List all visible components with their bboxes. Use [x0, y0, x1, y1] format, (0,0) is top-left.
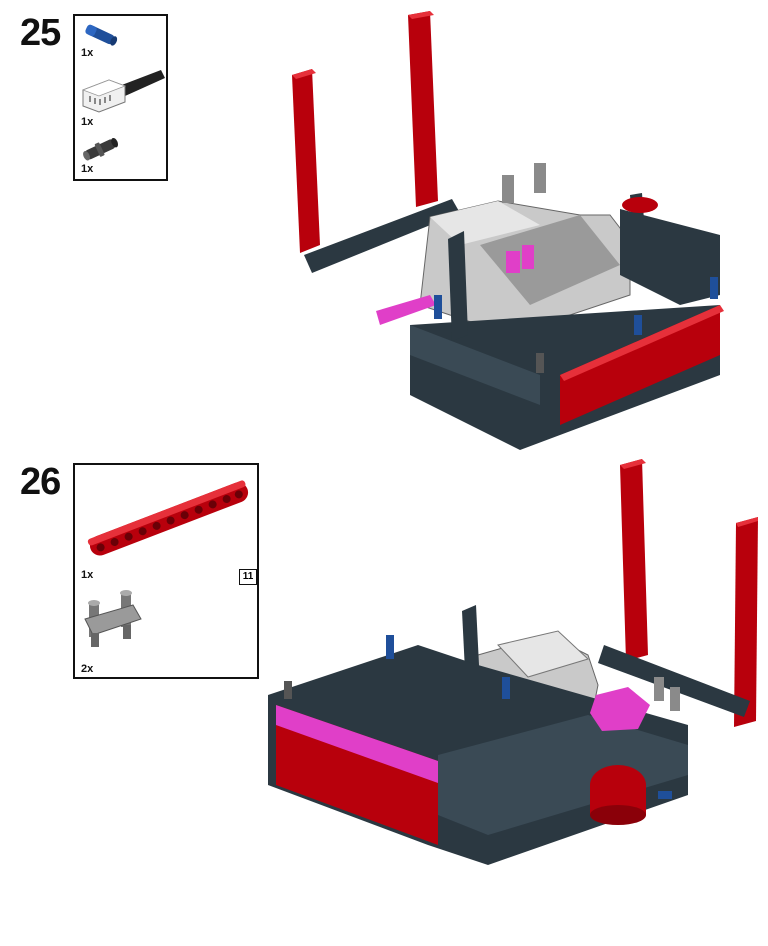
- step-number: 26: [20, 461, 61, 503]
- part-qty: 1x: [81, 116, 94, 128]
- blue-axle-pin-icon: [85, 24, 118, 46]
- part-qty: 1x: [81, 47, 94, 59]
- red-beam: [734, 517, 758, 727]
- step-number: 25: [20, 12, 61, 54]
- part-qty: 1x: [81, 163, 94, 175]
- model-illustration: [292, 11, 724, 450]
- parts-callout: 1x 1x 1x: [73, 14, 168, 181]
- gray-axle-connector-icon: [84, 590, 142, 647]
- red-beam: [408, 11, 438, 207]
- step-25: 25 1x 1x: [0, 0, 768, 460]
- red-beam: [292, 69, 320, 253]
- parts-callout: 1x 11 2x: [73, 463, 259, 679]
- cable-connector-icon: [81, 70, 165, 113]
- part-qty: 1x: [81, 569, 94, 581]
- part-qty: 2x: [81, 663, 94, 675]
- model-illustration: [268, 459, 758, 865]
- red-beam-11-icon: [87, 480, 249, 556]
- dark-gray-pin-icon: [83, 137, 119, 161]
- step-26: 26 1x 11 2: [0, 455, 768, 935]
- red-beam: [620, 459, 648, 661]
- beam-length-badge: 11: [239, 569, 257, 585]
